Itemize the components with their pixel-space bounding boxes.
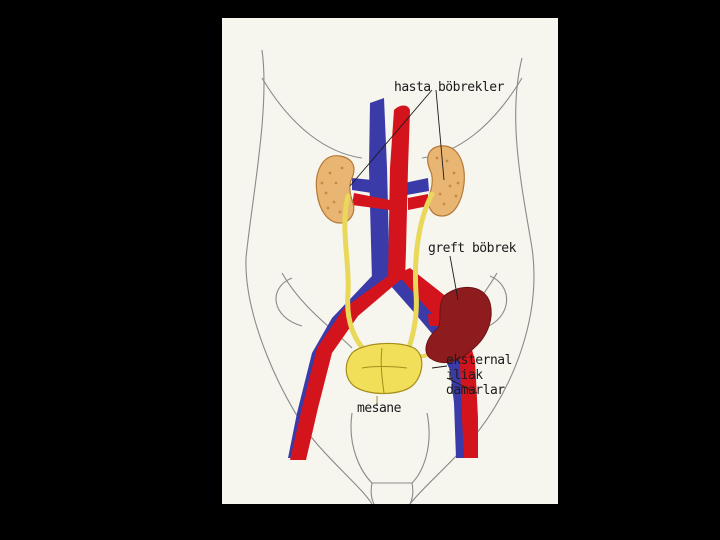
label-patient-kidneys: hasta böbrekler xyxy=(394,80,504,95)
label-bladder: mesane xyxy=(357,401,401,416)
kidney-left xyxy=(315,155,355,224)
label-external-iliac-2: iliak xyxy=(446,368,483,383)
figure-panel: hasta böbrekler greft böbrek eksternal i… xyxy=(222,18,558,504)
anatomy-illustration xyxy=(245,49,535,504)
kidney-texture xyxy=(320,156,460,214)
kidney-right xyxy=(427,145,465,217)
leader-lines xyxy=(349,89,478,406)
label-external-iliac-1: eksternal xyxy=(446,353,512,368)
graft-kidney-shape xyxy=(425,286,492,363)
label-external-iliac-3: damarlar xyxy=(446,383,505,398)
label-graft-kidney: greft böbrek xyxy=(428,241,516,256)
bladder xyxy=(345,342,423,406)
